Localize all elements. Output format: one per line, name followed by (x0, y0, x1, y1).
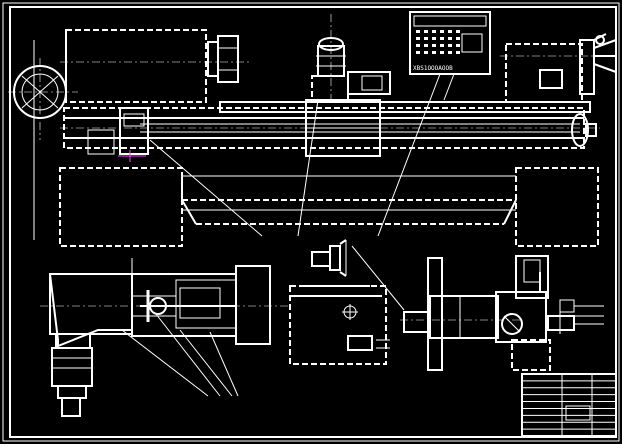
panel-button (416, 44, 420, 47)
panel-button (456, 51, 460, 54)
machine-front-view: XBS1OOOAOOB (8, 11, 617, 247)
panel-button (432, 44, 436, 47)
bed-legs (59, 167, 599, 247)
panel-button (416, 37, 420, 40)
title-block-rows (522, 380, 616, 430)
leader-lines-top (149, 73, 455, 237)
panel-button (448, 44, 452, 47)
panel-button (432, 30, 436, 33)
panel-label: XBS1OOOAOOB (413, 65, 453, 72)
panel-button (448, 51, 452, 54)
panel-button (424, 30, 428, 33)
panel-button (416, 30, 420, 33)
panel-button (432, 51, 436, 54)
panel-button (440, 37, 444, 40)
panel-button (456, 37, 460, 40)
panel-button (424, 37, 428, 40)
panel-button (416, 51, 420, 54)
block-view (289, 285, 390, 365)
panel-button (448, 37, 452, 40)
machine-bed (60, 101, 600, 149)
panel-button (456, 44, 460, 47)
panel-button (424, 51, 428, 54)
control-panel: XBS1OOOAOOB (409, 11, 491, 75)
carriage (305, 14, 391, 157)
small-gear-detail (311, 239, 405, 311)
tool-post (87, 107, 149, 162)
panel-button (456, 30, 460, 33)
left-motor (8, 40, 78, 240)
headstock-box (60, 29, 250, 103)
panel-button (448, 30, 452, 33)
title-block (521, 373, 617, 437)
section-view (40, 258, 290, 417)
panel-button (432, 37, 436, 40)
panel-buttons (416, 30, 460, 54)
shaft-assembly (400, 255, 604, 371)
panel-button (424, 44, 428, 47)
tailstock (500, 33, 617, 147)
panel-button (440, 51, 444, 54)
panel-button (440, 30, 444, 33)
panel-button (440, 44, 444, 47)
